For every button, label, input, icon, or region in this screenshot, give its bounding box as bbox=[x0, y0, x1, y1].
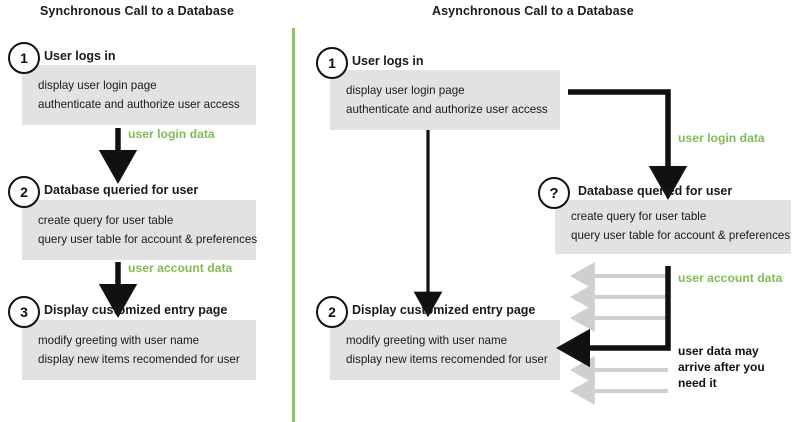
right-arrow-account-data bbox=[556, 266, 671, 368]
right-arrow-login-data bbox=[568, 89, 688, 200]
right-step-db-badge: ? bbox=[538, 177, 570, 209]
right-step-1-heading: User logs in bbox=[352, 54, 424, 68]
left-step-2-badge: 2 bbox=[8, 176, 40, 208]
left-step-1-heading: User logs in bbox=[44, 49, 116, 63]
left-step-2-line-2: query user table for account & preferenc… bbox=[38, 233, 258, 246]
right-note-line-3: need it bbox=[678, 376, 717, 390]
right-label-user-account-data: user account data bbox=[678, 271, 783, 285]
right-step-2-heading: Display customized entry page bbox=[352, 303, 536, 317]
right-label-user-login-data: user login data bbox=[678, 131, 765, 145]
right-step-1-box: display user login page authenticate and… bbox=[330, 70, 560, 130]
left-step-3-line-2: display new items recomended for user bbox=[38, 353, 240, 366]
left-step-3-heading: Display customized entry page bbox=[44, 303, 228, 317]
right-note-line-1: user data may bbox=[678, 344, 759, 358]
right-step-2-badge: 2 bbox=[316, 296, 348, 328]
right-step-1-line-1: display user login page bbox=[346, 84, 465, 97]
left-label-user-account-data: user account data bbox=[128, 261, 233, 275]
right-note: user data may arrive after you need it bbox=[678, 343, 765, 391]
right-step-db-heading: Database queried for user bbox=[578, 184, 733, 198]
left-step-3-badge: 3 bbox=[8, 296, 40, 328]
ghost-callback-arrows bbox=[570, 262, 668, 405]
right-step-db-line-2: query user table for account & preferenc… bbox=[571, 229, 791, 242]
left-step-1-line-2: authenticate and authorize user access bbox=[38, 98, 240, 111]
right-step-2-line-2: display new items recomended for user bbox=[346, 353, 548, 366]
right-step-1-line-2: authenticate and authorize user access bbox=[346, 103, 548, 116]
left-step-3-line-1: modify greeting with user name bbox=[38, 334, 200, 347]
left-step-1-line-1: display user login page bbox=[38, 79, 157, 92]
right-step-1-badge: 1 bbox=[316, 47, 348, 79]
left-step-2-box: create query for user table query user t… bbox=[22, 200, 258, 260]
left-column-title: Synchronous Call to a Database bbox=[40, 4, 235, 18]
left-step-2-heading: Database queried for user bbox=[44, 183, 199, 197]
left-step-1-box: display user login page authenticate and… bbox=[22, 65, 256, 125]
left-step-3-box: modify greeting with user name display n… bbox=[22, 320, 256, 380]
left-label-user-login-data: user login data bbox=[128, 127, 215, 141]
right-step-2-box: modify greeting with user name display n… bbox=[330, 320, 560, 380]
column-divider bbox=[292, 28, 295, 422]
right-step-db-box: create query for user table query user t… bbox=[555, 200, 791, 254]
right-note-line-2: arrive after you bbox=[678, 360, 765, 374]
left-step-2-line-1: create query for user table bbox=[38, 214, 174, 227]
left-step-1-badge: 1 bbox=[8, 42, 40, 74]
right-step-db-line-1: create query for user table bbox=[571, 210, 707, 223]
right-step-2-line-1: modify greeting with user name bbox=[346, 334, 508, 347]
right-column-title: Asynchronous Call to a Database bbox=[432, 4, 634, 18]
